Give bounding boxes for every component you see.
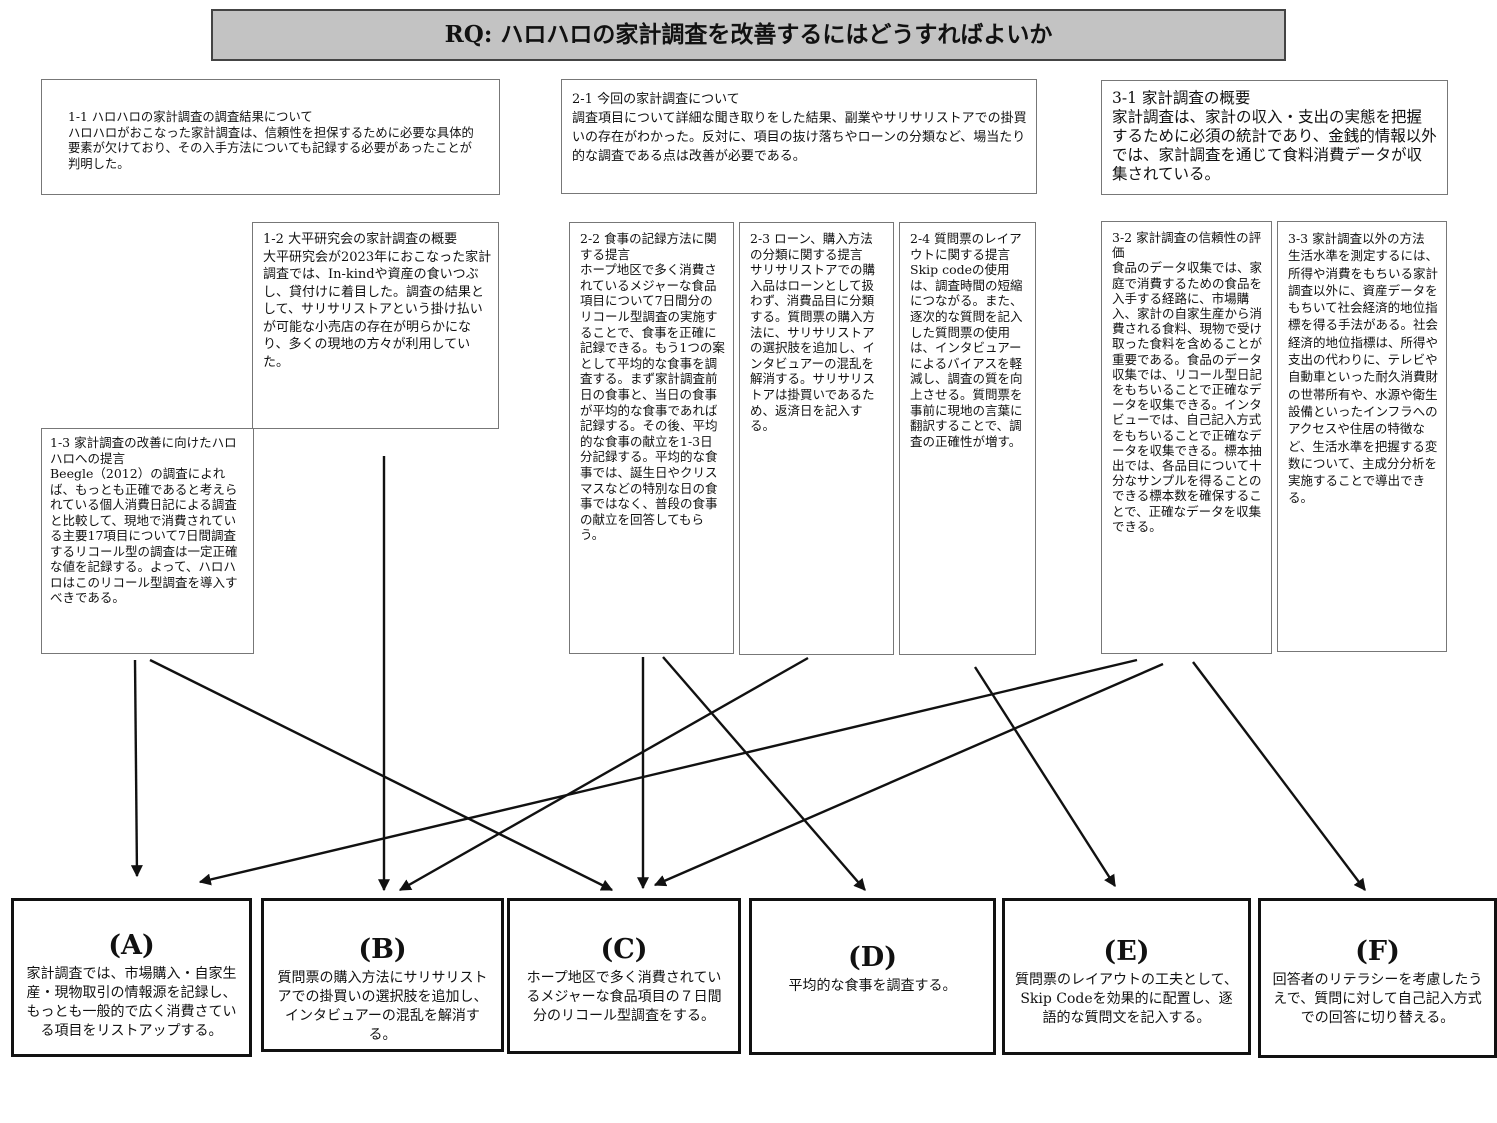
box-body: Beegle（2012）の調査によれば、もっとも正確であると考えられている個人消… [50,466,238,605]
box-3-2: 3-2 家計調査の信頼性の評価 食品のデータ収集では、家庭で消費するための食品を… [1101,221,1272,654]
outcome-label: (D) [848,942,897,973]
arrow-3-2-to-C [653,662,1164,887]
outcome-text: ホープ地区で多く消費されているメジャーな食品項目の７日間分のリコール型調査をする… [526,970,722,1024]
box-heading: 1-2 大平研究会の家計調査の概要 [263,232,458,247]
box-heading: 2-3 ローン、購入方法の分類に関する提言 [750,231,873,262]
box-body: 家計調査は、家計の収入・支出の実態を把握するために必須の統計であり、金銭的情報以… [1112,108,1437,183]
outcome-text: 家計調査では、市場購入・自家生産・現物取引の情報源を記録し、もっとも一般的で広く… [26,966,237,1039]
box-2-1: 2-1 今回の家計調査について 調査項目について詳細な聞き取りをした結果、副業や… [561,79,1037,194]
box-body: 生活水準を測定するには、所得や消費をもちいる家計調査以外に、資産データをもちいて… [1288,248,1439,506]
box-body: 調査項目について詳細な聞き取りをした結果、副業やサリサリストアでの掛買いの存在が… [572,111,1027,164]
outcome-B: (B) 質問票の購入方法にサリサリストアでの掛買いの選択肢を追加し、インタビュア… [261,898,504,1052]
box-1-3: 1-3 家計調査の改善に向けたハロハロへの提言 Beegle（2012）の調査に… [41,428,254,654]
box-body: ホープ地区で多く消費されているメジャーな食品項目について7日間分のリコール型調査… [580,262,725,543]
outcome-E: (E) 質問票のレイアウトの工夫として、Skip Codeを効果的に配置し、逐語… [1002,898,1251,1055]
arrow-1-3-to-A [130,659,143,878]
box-body: サリサリストアでの購入品はローンとして扱わず、消費品目に分類する。質問票の購入方… [750,262,876,434]
outcome-label: (C) [600,934,648,965]
outcome-F: (F) 回答者のリテラシーを考慮したうえで、質問に対して自己記入方式での回答に切… [1258,898,1497,1058]
box-heading: 2-4 質問票のレイアウトに関する提言 [910,231,1022,262]
box-heading: 3-3 家計調査以外の方法 [1288,231,1425,246]
outcome-label: (A) [108,930,155,961]
outcome-label: (F) [1355,936,1400,967]
box-heading: 2-1 今回の家計調査について [572,92,740,107]
box-3-1: 3-1 家計調査の概要 家計調査は、家計の収入・支出の実態を把握するために必須の… [1101,80,1448,195]
arrow-3-2-to-F [1192,661,1366,891]
outcome-text: 平均的な食事を調査する。 [788,978,957,994]
box-3-3: 3-3 家計調査以外の方法 生活水準を測定するには、所得や消費をもちいる家計調査… [1277,221,1447,652]
outcome-D: (D) 平均的な食事を調査する。 [749,898,996,1055]
arrow-2-4-to-E [973,666,1117,888]
outcome-C: (C) ホープ地区で多く消費されているメジャーな食品項目の７日間分のリコール型調… [507,898,741,1054]
research-question-title: RQ: ハロハロの家計調査を改善するにはどうすればよいか [211,9,1286,61]
arrow-3-2-to-A [198,658,1138,886]
box-body: Skip codeの使用は、調査時間の短縮につながる。また、逐次的な質問を記入し… [910,262,1023,449]
box-heading: 3-2 家計調査の信頼性の評価 [1112,230,1262,261]
box-heading: 1-3 家計調査の改善に向けたハロハロへの提言 [50,435,237,466]
outcome-label: (E) [1103,936,1150,967]
arrow-2-3-to-B [398,656,809,892]
box-1-1: 1-1 ハロハロの家計調査の調査結果について ハロハロがおこなった家計調査は、信… [41,79,500,195]
box-2-4: 2-4 質問票のレイアウトに関する提言 Skip codeの使用は、調査時間の短… [899,222,1036,655]
box-body: 食品のデータ収集では、家庭で消費するための食品を入手する経路に、市場購入、家計の… [1112,260,1263,534]
box-2-3: 2-3 ローン、購入方法の分類に関する提言 サリサリストアでの購入品はローンとし… [739,222,894,655]
outcome-text: 回答者のリテラシーを考慮したうえで、質問に対して自己記入方式での回答に切り替える… [1272,972,1483,1026]
arrow-2-2-to-D [662,656,866,891]
arrow-1-3-to-C [149,658,614,892]
box-body: ハロハロがおこなった家計調査は、信頼性を担保するために必要な具体的要素が欠けてお… [68,125,474,171]
outcome-text: 質問票のレイアウトの工夫として、Skip Codeを効果的に配置し、逐語的な質問… [1015,972,1238,1026]
box-2-2: 2-2 食事の記録方法に関する提言 ホープ地区で多く消費されているメジャーな食品… [569,222,734,654]
outcome-label: (B) [358,934,407,965]
box-heading: 2-2 食事の記録方法に関する提言 [580,231,717,262]
outcome-text: 質問票の購入方法にサリサリストアでの掛買いの選択肢を追加し、インタビュアーの混乱… [277,970,488,1043]
box-body: 大平研究会が2023年におこなった家計調査では、In-kindや資産の食いつぶし… [263,249,492,370]
box-1-2: 1-2 大平研究会の家計調査の概要 大平研究会が2023年におこなった家計調査で… [252,222,499,429]
box-heading: 1-1 ハロハロの家計調査の調査結果について [68,110,313,124]
box-heading: 3-1 家計調査の概要 [1112,89,1251,107]
outcome-A: (A) 家計調査では、市場購入・自家生産・現物取引の情報源を記録し、もっとも一般… [11,898,252,1057]
